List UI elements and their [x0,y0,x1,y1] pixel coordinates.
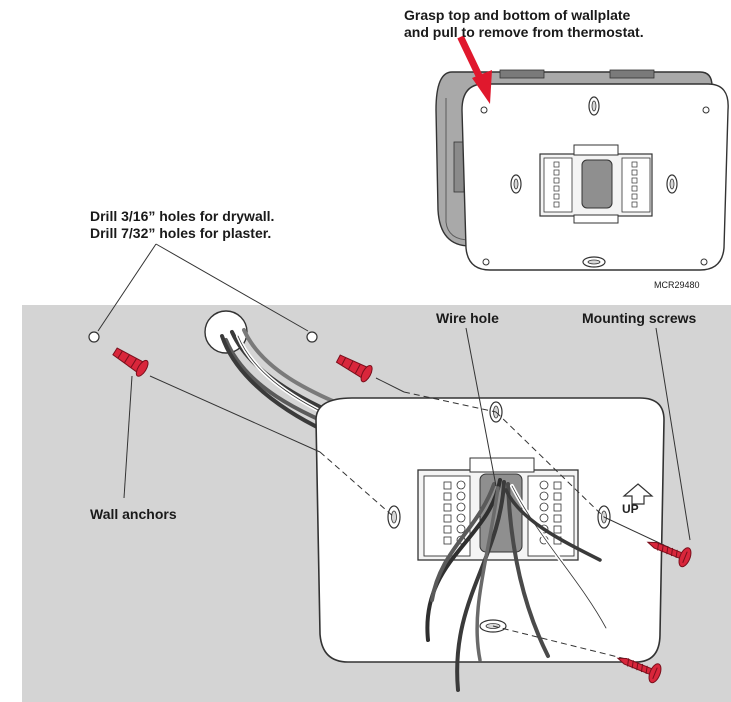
callout-drill-holes: Drill 3/16” holes for drywall.Drill 7/32… [90,208,274,242]
mounting-slot [387,505,401,529]
mounting-slot [479,619,507,633]
callout-wire-hole: Wire hole [436,310,499,326]
wall-anchor-icon [335,354,373,383]
callout-line: and pull to remove from thermostat. [404,24,644,40]
terminal-strip [543,157,573,213]
leader-lines [97,243,691,541]
wall-anchor-icon [112,347,149,377]
wires-front [425,478,608,692]
up-arrow-icon [622,483,654,505]
terminal-block-top [469,457,535,473]
thermostat-slot [499,69,545,79]
terminal-block-top [573,144,619,156]
mounting-slot [588,96,600,116]
mounting-screw-icon [616,657,662,684]
mounting-slot [666,174,678,194]
inset-thermostat [435,35,729,271]
terminal-strip [621,157,651,213]
mounting-slot [669,178,675,190]
mounting-slot [489,401,503,423]
callout-line: Drill 3/16” holes for drywall. [90,208,275,224]
mounting-slot [582,256,606,268]
drill-guides [88,331,671,661]
terminal-block-bottom [573,214,619,224]
screw-hole [700,258,708,266]
callout-mounting-screws: Mounting screws [582,310,697,326]
thermostat-slot [609,69,655,79]
callout-wall-anchors: Wall anchors [90,506,177,522]
drill-hole [88,331,100,343]
screw-hole [702,106,710,114]
terminal-screws [553,161,638,208]
mounting-slot [597,505,611,529]
up-marking: UP [622,502,639,516]
figure-code: MCR29480 [654,280,700,290]
callout-line: Grasp top and bottom of wallplate [404,7,631,23]
wire-hole [581,159,613,209]
mounting-slot [510,174,522,194]
screw-hole [482,258,490,266]
mounting-slot [513,178,519,190]
mounting-slot [591,100,597,112]
mounting-slot [391,510,397,524]
mounting-screw-icon [646,541,692,568]
red-arrow-icon [457,35,492,104]
drill-hole [306,331,318,343]
mounting-slot [587,259,601,265]
main-wallplate-assembly [204,310,665,692]
callout-line: Drill 7/32” holes for plaster. [90,225,272,241]
screw-hole [480,106,488,114]
